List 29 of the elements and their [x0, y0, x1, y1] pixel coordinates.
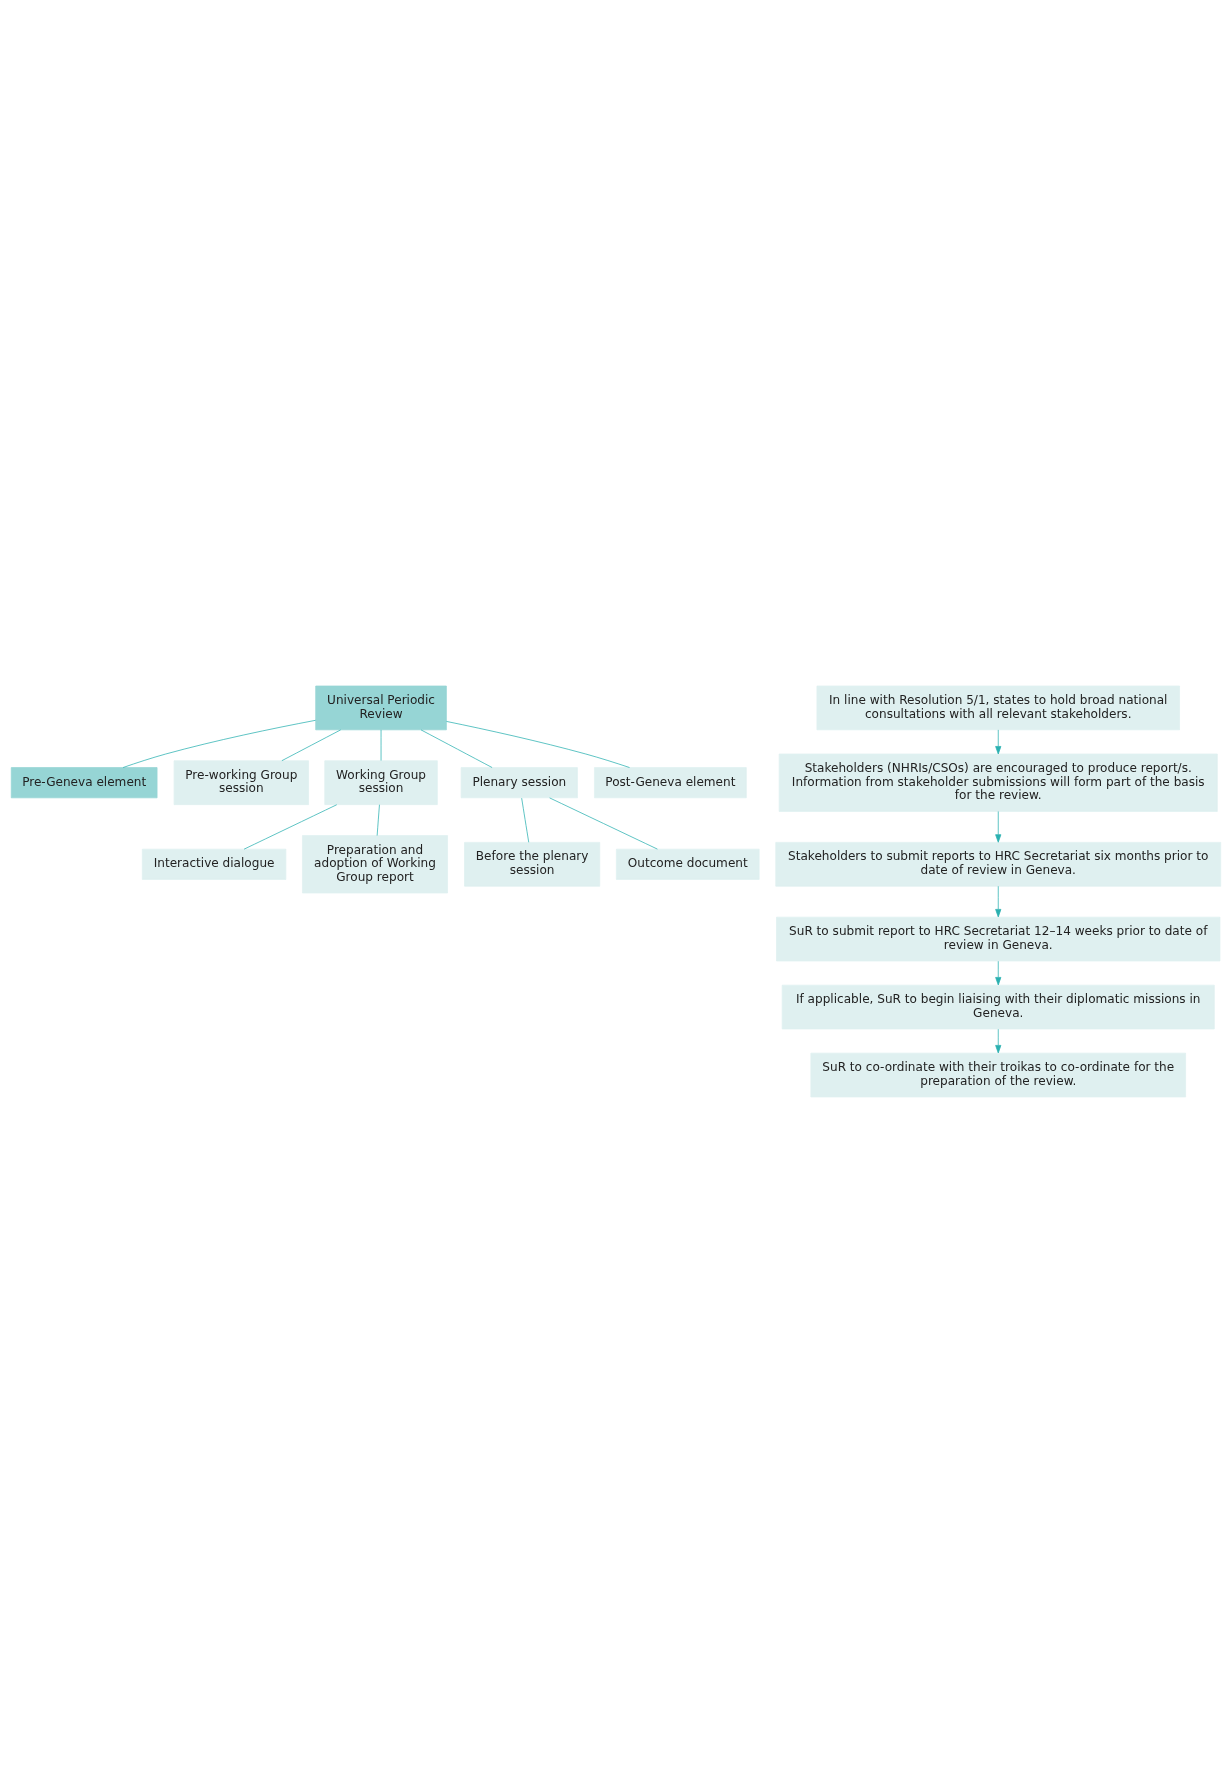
node-box: In line with Resolution 5/1, states to hold broad national consultations with all relevant stakeholders. — [816, 685, 1180, 731]
node-box: Preparation and adoption of Working Group report — [302, 835, 448, 894]
connector — [521, 797, 530, 843]
node-box: SuR to co-ordinate with their troikas to co-ordinate for the preparation of the review. — [810, 1052, 1186, 1098]
arrow — [995, 811, 1002, 843]
node-box: If applicable, SuR to begin liaising with their diplomatic missions in Geneva. — [781, 984, 1215, 1030]
arrow — [995, 960, 1002, 986]
node-box: Outcome document — [616, 848, 760, 880]
arrow — [995, 729, 1002, 755]
arrow — [995, 1028, 1002, 1054]
connector — [122, 719, 316, 768]
connector — [446, 721, 630, 768]
node-box: Stakeholders (NHRIs/CSOs) are encouraged to produce report/s. Information from stakeholder submissions will form part of the basis for the review. — [778, 753, 1218, 812]
node-box: Universal Periodic Review — [315, 685, 447, 731]
arrow — [995, 885, 1002, 918]
node-box: Working Group session — [324, 760, 438, 805]
node-box: Stakeholders to submit reports to HRC Secretariat six months prior to date of review in Geneva. — [775, 842, 1222, 887]
connector — [420, 729, 493, 768]
node-box: Interactive dialogue — [141, 848, 287, 880]
node-box: Post-Geneva element — [594, 767, 747, 799]
connector — [549, 797, 658, 850]
node-box: Pre-working Group session — [173, 760, 309, 805]
node-box: SuR to submit report to HRC Secretariat 12–14 weeks prior to date of review in Geneva. — [776, 916, 1221, 962]
node-box: Plenary session — [460, 767, 578, 799]
node-box: Before the plenary session — [464, 842, 601, 887]
connector — [376, 804, 380, 836]
connector — [281, 729, 341, 762]
connector — [243, 804, 338, 850]
node-box: Pre-Geneva element — [10, 767, 158, 799]
